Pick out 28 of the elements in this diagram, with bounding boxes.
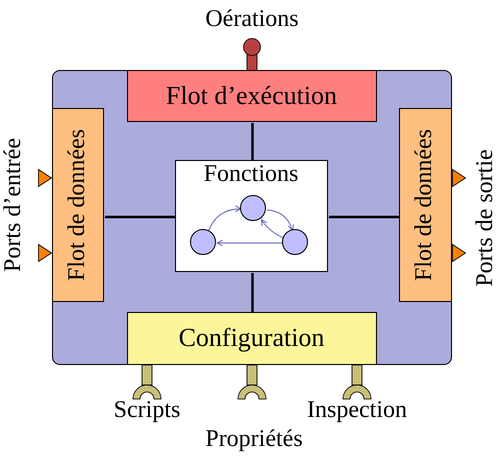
component-box bbox=[52, 70, 452, 365]
circle-node bbox=[190, 228, 216, 254]
data-flow-panel bbox=[398, 108, 452, 302]
arrow bbox=[266, 208, 294, 230]
box-title: Fonctions bbox=[204, 160, 298, 188]
port-label: Inspection bbox=[307, 397, 407, 425]
box-title: Configuration bbox=[178, 323, 324, 353]
connector-line bbox=[329, 216, 400, 218]
connector-line bbox=[251, 123, 254, 161]
box-title: Flot d’exécution bbox=[166, 80, 338, 110]
data-flow-panel bbox=[52, 108, 104, 302]
panel-title: Flot de données bbox=[64, 128, 91, 280]
circle-node bbox=[240, 194, 266, 220]
labeled-box bbox=[126, 312, 376, 364]
circle-node bbox=[282, 228, 308, 254]
port-label: Oérations bbox=[205, 6, 299, 34]
port-label: Propriétés bbox=[205, 426, 303, 454]
connector-line bbox=[105, 216, 176, 218]
panel-title: Flot de données bbox=[411, 128, 438, 280]
port-label: Ports de sortie bbox=[472, 149, 500, 287]
port-label: Scripts bbox=[114, 397, 180, 425]
port-label: Ports d’entrée bbox=[0, 138, 28, 272]
arrow bbox=[208, 205, 241, 231]
arrow bbox=[216, 239, 283, 246]
arrow bbox=[260, 218, 284, 238]
labeled-box bbox=[126, 70, 376, 122]
labeled-box bbox=[174, 160, 328, 272]
connector-line bbox=[251, 273, 254, 313]
